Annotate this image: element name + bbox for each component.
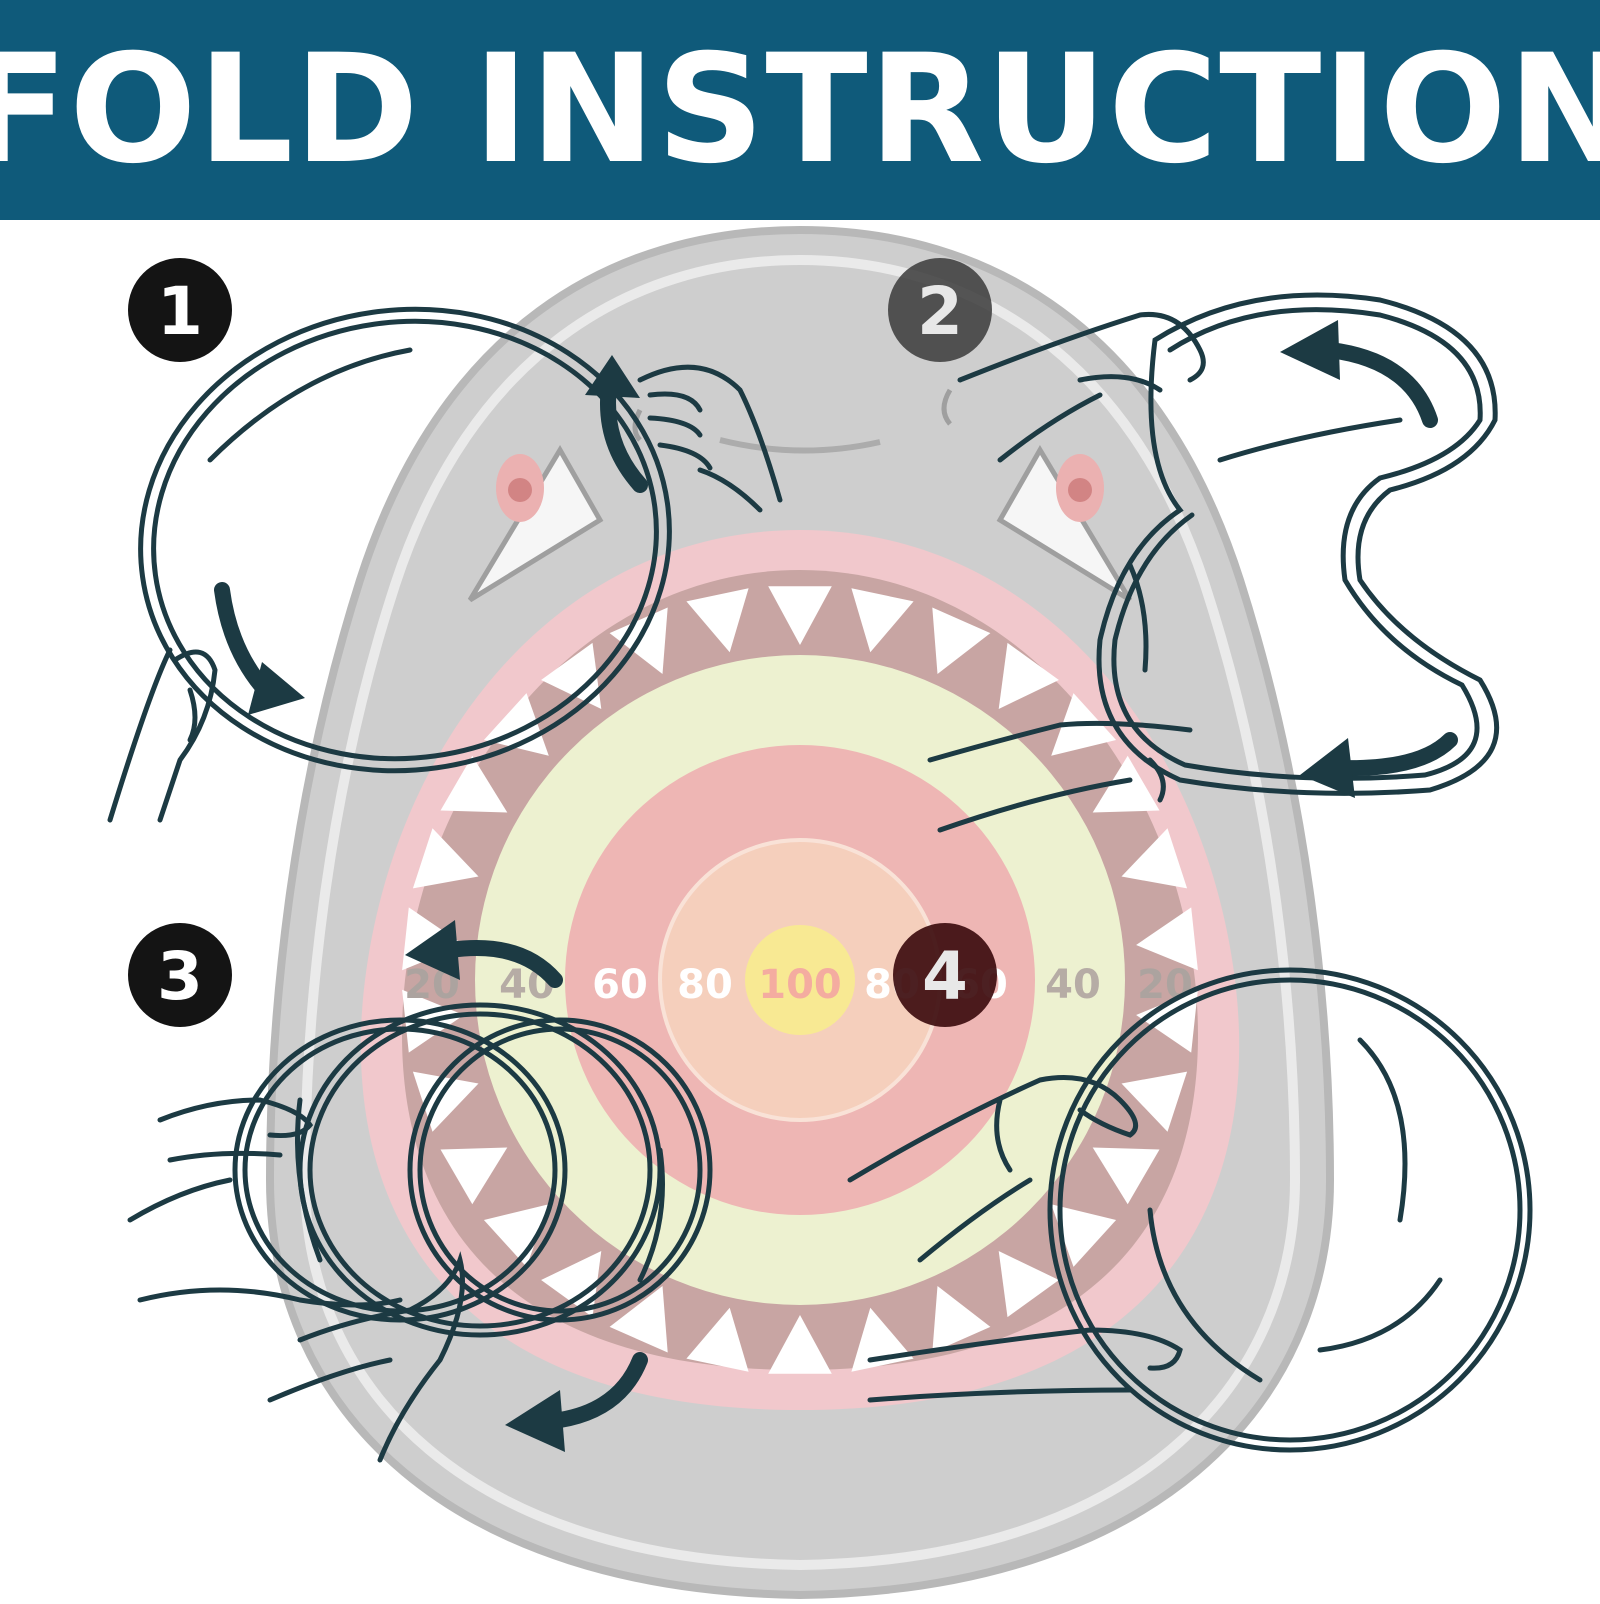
shark-tooth	[1121, 828, 1188, 889]
step-number: 4	[922, 938, 968, 1015]
fold-arrow-head	[505, 1390, 565, 1452]
shark-snout-line	[719, 437, 881, 454]
shark-tooth	[440, 755, 508, 813]
title-banner: FOLD INSTRUCTION	[0, 0, 1600, 220]
fold-arrow-head	[585, 355, 640, 398]
step-1-illustration	[107, 306, 783, 823]
shark-tooth	[932, 607, 991, 674]
fold-diagram: 20 40 60 80 100 80 60 40 20	[0, 220, 1600, 1600]
shark-tooth	[851, 588, 914, 653]
hand-icon	[847, 1075, 1183, 1403]
hand-icon	[127, 1097, 465, 1463]
page-title: FOLD INSTRUCTION	[0, 23, 1600, 197]
step-2-illustration	[927, 292, 1500, 833]
step-number: 2	[917, 273, 963, 350]
shark-tooth	[440, 1147, 508, 1205]
score-labels: 20 40 60 80 100 80 60 40 20	[404, 962, 1193, 1008]
score-label: 20	[1137, 962, 1193, 1008]
score-label: 100	[758, 962, 842, 1008]
step-number: 1	[157, 273, 203, 350]
shark-tooth	[932, 1286, 991, 1353]
shark-tooth	[1136, 907, 1198, 971]
shark-tooth	[1092, 755, 1160, 813]
hand-icon	[927, 311, 1206, 833]
hoop-ring-icon	[232, 1002, 713, 1338]
shark-fade-overlay	[0, 220, 1600, 1600]
shark-tooth	[1051, 1204, 1117, 1267]
shark-nostril-left	[632, 408, 643, 442]
hoop-ring-icon	[1096, 292, 1500, 796]
score-label: 80	[677, 962, 733, 1008]
step-4-illustration	[847, 967, 1533, 1453]
fold-arrow-icon	[1322, 342, 1438, 428]
fold-arrow-icon	[1332, 732, 1458, 777]
step-3-illustration	[127, 920, 713, 1463]
fold-arrow-head	[1300, 738, 1355, 798]
shark-eye-left	[467, 445, 604, 603]
shark-tooth	[541, 642, 602, 709]
shark-tooth	[609, 1286, 668, 1353]
fold-arrow-head	[1280, 320, 1340, 380]
shark-tooth	[768, 586, 832, 645]
target-bullseye	[745, 925, 855, 1035]
hand-icon	[107, 364, 783, 823]
score-label: 60	[592, 962, 648, 1008]
step-number: 3	[157, 938, 203, 1015]
hoop-ring-icon	[1047, 967, 1533, 1453]
shark-tooth	[412, 828, 479, 889]
step-badge-2: 2	[888, 258, 992, 362]
step-badge-4: 4	[893, 923, 997, 1027]
fold-arrow-head	[248, 662, 305, 715]
shark-tooth	[1092, 1147, 1160, 1205]
shark-tooth	[998, 642, 1059, 709]
shark-tooth	[686, 588, 749, 653]
fold-arrow-icon	[552, 1352, 648, 1428]
hoop-ring-icon	[138, 306, 672, 774]
shark-tooth	[686, 1307, 749, 1372]
shark-tooth	[1121, 1071, 1188, 1132]
shark-tooth	[483, 1204, 549, 1267]
shark-nostril-right	[941, 388, 953, 426]
shark-tooth	[998, 1251, 1059, 1318]
shark-eye-right	[996, 445, 1133, 603]
fold-arrow-head	[405, 920, 460, 980]
fold-arrow-icon	[442, 940, 563, 988]
score-label: 40	[1045, 962, 1101, 1008]
step-badge-1: 1	[128, 258, 232, 362]
step-badge-3: 3	[128, 923, 232, 1027]
shark-tooth	[768, 1315, 832, 1374]
shark-body-highlight	[299, 254, 1301, 1571]
